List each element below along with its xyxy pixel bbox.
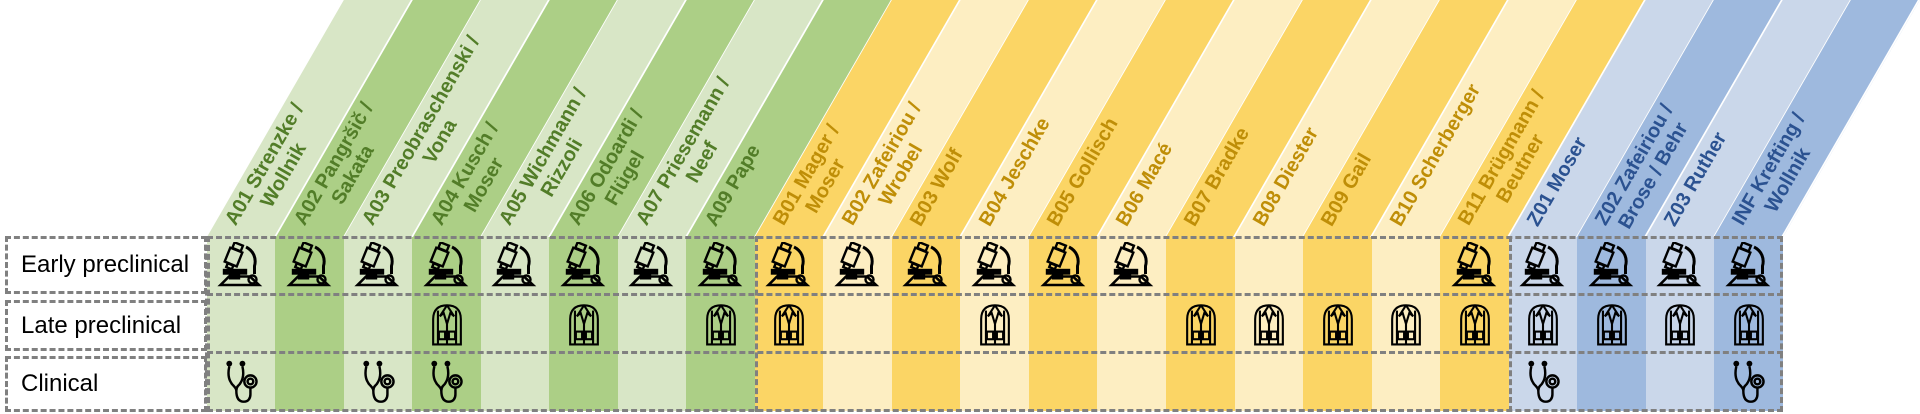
- stethoscope-icon: [1725, 358, 1772, 405]
- microscope-icon: [697, 242, 745, 288]
- lab-coat-icon: [1591, 300, 1633, 346]
- microscope-icon: [628, 242, 676, 288]
- lab-coat-icon: [1385, 300, 1427, 346]
- microscope-icon: [1451, 242, 1499, 288]
- stage-column-B05: [1028, 237, 1099, 411]
- microscope-icon: [560, 242, 608, 288]
- lab-coat-icon: [768, 300, 810, 346]
- lab-coat-icon: [1317, 300, 1359, 346]
- lab-coat-icon: [1659, 300, 1701, 346]
- microscope-icon: [1588, 242, 1636, 288]
- row-label-early-preclinical: Early preclinical: [5, 236, 207, 294]
- microscope-icon: [286, 242, 334, 288]
- microscope-icon: [354, 242, 402, 288]
- microscope-icon: [1725, 242, 1773, 288]
- microscope-icon: [902, 242, 950, 288]
- stage-column-A07: [617, 237, 687, 411]
- stage-column-A02: [275, 237, 345, 411]
- stage-column-B02: [823, 237, 893, 411]
- microscope-icon: [217, 242, 265, 288]
- stethoscope-icon: [218, 358, 265, 405]
- microscope-icon: [971, 242, 1019, 288]
- lab-coat-icon: [426, 300, 468, 346]
- microscope-icon: [834, 242, 882, 288]
- microscope-icon: [765, 242, 813, 288]
- lab-coat-icon: [1522, 300, 1564, 346]
- stage-column-B03: [891, 237, 962, 411]
- lab-coat-icon: [563, 300, 605, 346]
- stethoscope-icon: [355, 358, 402, 405]
- row-label-text: Early preclinical: [21, 251, 190, 278]
- row-label-late-preclinical: Late preclinical: [5, 300, 207, 351]
- row-label-clinical: Clinical: [5, 356, 207, 412]
- microscope-icon: [1656, 242, 1704, 288]
- stethoscope-icon: [1520, 358, 1567, 405]
- lab-coat-icon: [700, 300, 742, 346]
- stage-column-B06: [1097, 237, 1167, 411]
- stage-column-A05: [480, 237, 550, 411]
- lab-coat-icon: [1248, 300, 1290, 346]
- row-label-text: Late preclinical: [21, 311, 182, 339]
- microscope-icon: [491, 242, 539, 288]
- lab-coat-icon: [974, 300, 1016, 346]
- microscope-icon: [423, 242, 471, 288]
- lab-coat-icon: [1180, 300, 1222, 346]
- microscope-icon: [1108, 242, 1156, 288]
- row-label-text: Clinical: [21, 370, 99, 397]
- lab-coat-icon: [1454, 300, 1496, 346]
- microscope-icon: [1519, 242, 1567, 288]
- lab-coat-icon: [1728, 300, 1770, 346]
- stethoscope-icon: [423, 358, 470, 405]
- microscope-icon: [1040, 242, 1088, 288]
